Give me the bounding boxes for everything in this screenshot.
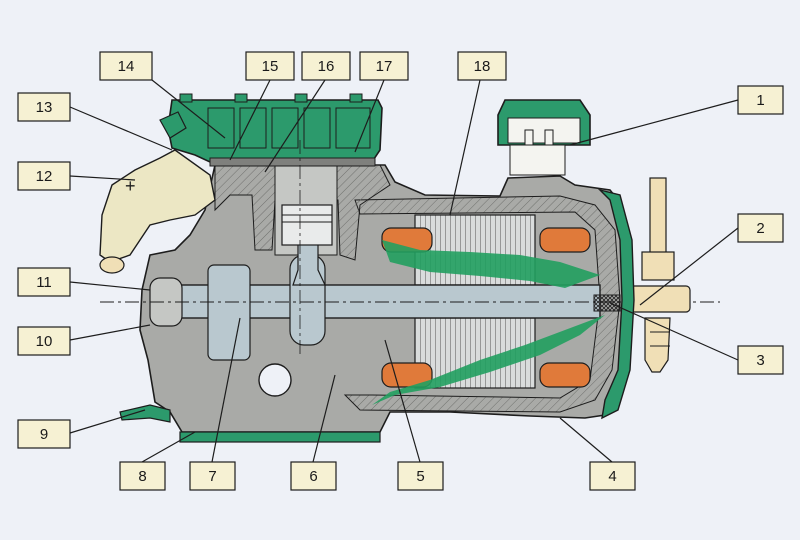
motor-winding [539, 227, 591, 253]
valve-body [641, 251, 675, 281]
callout-10-number: 10 [36, 333, 53, 350]
callout-leaders [69, 79, 739, 463]
callout-3-number: 3 [756, 352, 764, 369]
leader-2 [639, 227, 739, 306]
oil-tube-fitting [99, 256, 125, 274]
callout-6-number: 6 [309, 468, 317, 485]
callout-4: 4 [589, 461, 636, 491]
cylinder-head [159, 93, 383, 167]
valve-plate [209, 157, 376, 167]
leader-8 [141, 431, 196, 463]
leader-18 [449, 79, 481, 216]
leader-17 [354, 79, 385, 153]
callout-15: 15 [245, 51, 295, 81]
leader-5 [384, 339, 421, 463]
callout-18-number: 18 [474, 58, 491, 75]
suction-service-valve [627, 177, 691, 373]
terminal-box [497, 99, 591, 176]
callout-11: 11 [17, 267, 71, 297]
leader-12 [69, 175, 136, 181]
callout-1-number: 1 [756, 92, 764, 109]
oil-return-line: + [99, 149, 216, 274]
callout-16: 16 [301, 51, 351, 81]
callout-10: 10 [17, 326, 71, 356]
callout-17-number: 17 [376, 58, 393, 75]
leader-15 [229, 79, 271, 161]
callout-14: 14 [99, 51, 153, 81]
oil-drain-plug [119, 404, 171, 423]
callout-labels: 1 2 3 4 5 6 7 8 [17, 51, 784, 491]
cylinder-head-cover [167, 99, 383, 163]
callout-14-number: 14 [118, 58, 135, 75]
flow-arrow-upper [382, 240, 600, 288]
callout-4-number: 4 [608, 468, 616, 485]
leader-6 [312, 374, 336, 463]
leader-9 [69, 409, 146, 434]
callout-5-number: 5 [416, 468, 424, 485]
motor-housing-wall [343, 195, 621, 413]
piston [281, 204, 333, 246]
crank-web [207, 264, 251, 361]
valve-cap [644, 317, 671, 373]
oil-tube [99, 149, 216, 263]
callout-6: 6 [290, 461, 337, 491]
callout-7: 7 [189, 461, 236, 491]
oil-sight-glass [258, 363, 292, 397]
flow-arrow-lower [372, 315, 605, 405]
leader-7 [211, 317, 241, 463]
leader-1 [569, 99, 739, 146]
discharge-fitting [159, 111, 187, 139]
callout-17: 17 [359, 51, 409, 81]
callout-15-number: 15 [262, 58, 279, 75]
suction-filter [593, 294, 621, 312]
leader-4 [559, 417, 613, 463]
oil-sump-plate [179, 431, 381, 443]
callout-12-number: 12 [36, 168, 53, 185]
callout-2: 2 [737, 213, 784, 243]
head-bolts [179, 93, 363, 103]
callout-8: 8 [119, 461, 166, 491]
callout-7-number: 7 [208, 468, 216, 485]
motor-winding [539, 362, 591, 388]
crankshaft [100, 140, 720, 397]
leader-13 [69, 106, 173, 151]
callout-3: 3 [737, 345, 784, 375]
leader-16 [264, 79, 326, 173]
callout-9: 9 [17, 419, 71, 449]
leader-10 [69, 324, 151, 341]
motor-end-cover [597, 188, 635, 420]
leader-14 [151, 79, 226, 139]
callout-1: 1 [737, 85, 784, 115]
suction-gas-flow [372, 240, 605, 405]
leader-3 [609, 302, 739, 361]
callout-16-number: 16 [318, 58, 335, 75]
callout-11-number: 11 [36, 274, 52, 291]
callout-18: 18 [457, 51, 507, 81]
callout-5: 5 [397, 461, 444, 491]
callout-9-number: 9 [40, 426, 48, 443]
callout-8-number: 8 [138, 468, 146, 485]
callout-2-number: 2 [756, 220, 764, 237]
callout-13-number: 13 [36, 99, 53, 116]
callout-12: 12 [17, 161, 71, 191]
leader-11 [69, 281, 151, 291]
svg-text:+: + [125, 176, 136, 196]
callout-13: 13 [17, 92, 71, 122]
